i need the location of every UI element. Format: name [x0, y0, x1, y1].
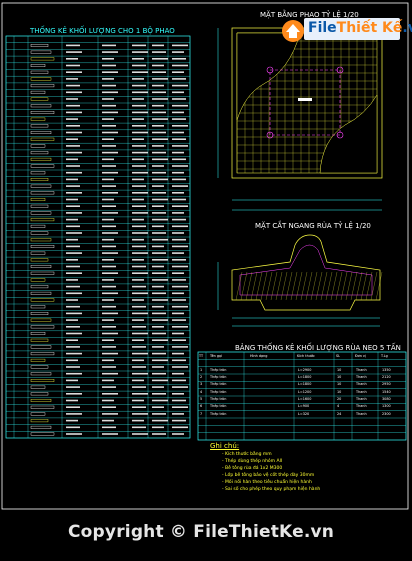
right-table-cell: 1: [200, 367, 203, 372]
right-table-cell: 2300: [382, 411, 391, 416]
right-table-cell: L=1800: [298, 375, 312, 379]
right-table-cell: 2950: [382, 382, 391, 387]
right-table-cell: L=2900: [298, 367, 312, 372]
right-table-cell: Thanh: [356, 404, 367, 409]
right-table-cell: L=1800: [298, 382, 312, 387]
right-table-cell: Thanh: [356, 389, 367, 394]
right-table-cell: 5: [200, 397, 203, 401]
logo-part2: Thiết Kế: [336, 20, 403, 36]
right-table-cell: 4: [200, 389, 203, 394]
right-table-cell: L=1600: [298, 397, 312, 401]
right-table-cell: Thép tròn: [210, 382, 227, 387]
right-table-header: Kích thước: [297, 354, 315, 358]
right-table-cell: Thép tròn: [210, 404, 227, 409]
right-table-cell: 1350: [382, 367, 391, 372]
notes-title: Ghi chú:: [210, 442, 240, 450]
outer-frame: [1, 2, 409, 510]
right-table-cell: 1540: [382, 389, 391, 394]
right-table-header: SL: [336, 354, 341, 358]
right-table-cell: 3080: [382, 397, 391, 401]
right-table-header: Tên gọi: [210, 354, 223, 358]
right-table-cell: 10: [337, 382, 342, 387]
right-table-cell: 7: [200, 411, 203, 416]
right-table-cell: L=1200: [298, 389, 312, 394]
right-table-cell: 2120: [382, 375, 391, 379]
right-table-cell: 3: [200, 382, 203, 387]
right-table-cell: Thanh: [356, 367, 367, 372]
note-line: - Lớp bê tông bảo vệ cốt thép dày 30mm: [222, 473, 315, 478]
logo-background: [304, 18, 400, 40]
filethietke-logo[interactable]: FileThiết Kế.vn: [280, 18, 412, 44]
right-table-cell: Thép tròn: [210, 411, 227, 416]
right-table-cell: Thép tròn: [210, 397, 227, 401]
note-line: - Thép dùng thép nhóm AII: [222, 459, 283, 464]
right-table-header: T.Lg: [381, 354, 388, 358]
right-table-cell: 10: [337, 375, 342, 379]
note-line: - Sai số cho phép theo quy phạm hiện hàn…: [222, 487, 321, 492]
section-drawing: [217, 234, 383, 327]
right-table-cell: 6: [200, 404, 203, 409]
right-table-header: TT: [199, 354, 204, 358]
note-line: - Kích thước bằng mm: [222, 452, 272, 457]
right-table-cell: 24: [337, 411, 342, 416]
right-table-cell: 1300: [382, 404, 391, 409]
right-table-cell: 4: [337, 404, 340, 409]
note-line: - Mối nối hàn theo tiêu chuẩn hiện hành: [222, 480, 312, 485]
left-table-grid: [6, 36, 190, 438]
right-table-title: BẢNG THỐNG KÊ KHỐI LƯỢNG RÙA NEO 5 TẤN: [235, 344, 401, 352]
right-table-cell: Thanh: [356, 397, 367, 401]
right-table-cell: 10: [337, 389, 342, 394]
right-table-cell: Thép tròn: [210, 389, 227, 394]
right-table-cell: Thép tròn: [210, 375, 227, 379]
left-table-title: THỐNG KÊ KHỐI LƯỢNG CHO 1 BỘ PHAO: [30, 27, 175, 35]
logo-text: FileThiết Kế.vn: [308, 20, 412, 36]
right-table-header: Đơn vị: [355, 354, 366, 358]
logo-icon: [282, 20, 304, 42]
logo-part1: File: [308, 20, 337, 36]
right-table-header: Hình dạng: [250, 354, 268, 358]
right-table-cell: L=900: [298, 404, 310, 409]
right-table-cell: Thanh: [356, 375, 367, 379]
logo-part3: .vn: [402, 20, 412, 36]
right-table-grid: [198, 352, 406, 440]
right-table-cell: 20: [337, 397, 342, 401]
note-line: - Bê tông rùa đá 1x2 M300: [222, 466, 283, 471]
right-table-cell: Thanh: [356, 382, 367, 387]
plan-drawing: [217, 27, 383, 211]
section-title: MẶT CẮT NGANG RÙA TỶ LỆ 1/20: [255, 222, 371, 230]
footer-bar: [0, 512, 412, 561]
copyright-text: Copyright © FileThietKe.vn: [68, 522, 335, 542]
right-table-cell: 2: [200, 375, 203, 379]
plan-title: MẶT BẰNG PHAO TỶ LỆ 1/20: [260, 11, 359, 19]
right-table-cell: Thanh: [356, 411, 367, 416]
right-table-cell: L=320: [298, 411, 310, 416]
right-table-cell: Thép tròn: [210, 367, 227, 372]
right-table-cell: 10: [337, 367, 342, 372]
